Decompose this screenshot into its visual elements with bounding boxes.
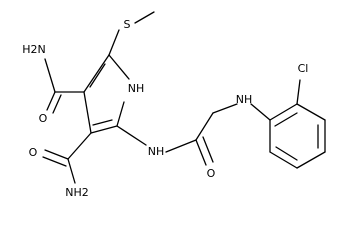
label-o-top: O xyxy=(39,112,48,125)
bond-c3-c4 xyxy=(83,91,92,134)
bond-carbonyl-o xyxy=(46,91,56,111)
bond-c5-c4-double xyxy=(89,63,106,88)
bond-nh-aryl xyxy=(250,103,271,121)
bonds xyxy=(42,11,326,184)
label-cl: Cl xyxy=(298,62,309,75)
bond-ar-1-2 xyxy=(269,103,298,121)
bond-methyl-s xyxy=(134,11,155,24)
label-linker-o: O xyxy=(207,167,216,180)
label-aniline-nh: NH xyxy=(236,93,253,106)
bond-ar-2-3 xyxy=(296,103,326,121)
bond-ar-5-6 xyxy=(269,151,298,169)
label-nh2-bottom: NH2 xyxy=(65,186,89,199)
bond-c3-carbonyl xyxy=(67,132,92,160)
bond-ar-1-2-inner xyxy=(274,112,298,127)
bond-carbonyl-o2-double xyxy=(42,156,67,167)
label-pyrrole-nh: NH xyxy=(128,82,145,95)
bond-c5-nh xyxy=(108,54,130,80)
bond-nh-carbonyl xyxy=(165,139,197,153)
bond-linker-o-double xyxy=(202,136,214,163)
bond-c5-c4 xyxy=(83,54,110,93)
bond-ch2-nh xyxy=(212,103,238,114)
bond-carbonyl-o2 xyxy=(44,149,69,160)
bond-ar-5-6-inner xyxy=(275,146,298,161)
molecule-structure-diagram: H2N O S NH O NH2 NH O NH Cl xyxy=(22,11,326,199)
bond-c2-nh xyxy=(116,125,147,146)
bond-c2-c3-double xyxy=(92,119,113,126)
bond-ar-4-5 xyxy=(296,151,326,169)
atom-labels: H2N O S NH O NH2 NH O NH Cl xyxy=(22,18,308,199)
bond-c2-c3 xyxy=(90,125,118,134)
bond-carbonyl-nh2 xyxy=(44,58,56,93)
bond-linker-o xyxy=(195,139,207,166)
bond-carbonyl-ch2 xyxy=(195,112,214,141)
bond-carbonyl-o-double xyxy=(52,94,62,114)
label-h2n-top: H2N xyxy=(22,43,46,56)
label-o-bottom: O xyxy=(29,146,38,159)
bond-carbonyl-nh2-2 xyxy=(67,158,76,184)
bond-s-ring xyxy=(108,29,120,56)
label-s: S xyxy=(124,18,131,31)
bond-ar-cl xyxy=(296,79,301,105)
bond-nh-c2 xyxy=(116,101,125,127)
label-amide-nh: NH xyxy=(148,145,165,158)
